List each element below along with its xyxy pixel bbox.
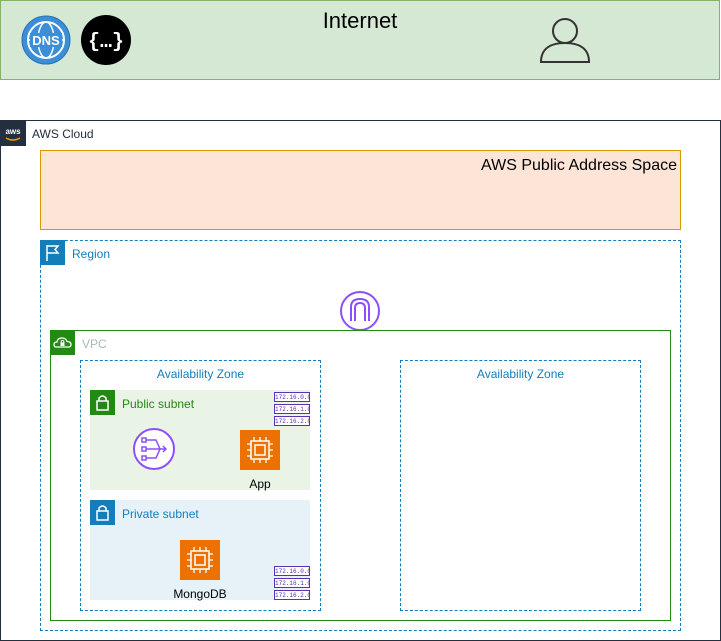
public-subnet-label: Public subnet	[122, 397, 195, 411]
nat-gateway-icon[interactable]	[132, 427, 176, 471]
vpc-group	[50, 330, 671, 621]
route-table-entry: 172.16.1.0	[274, 404, 310, 414]
svg-text:DNS: DNS	[32, 33, 60, 48]
svg-text:aws: aws	[5, 127, 21, 136]
svg-text:{…}: {…}	[88, 31, 124, 54]
region-label: Region	[72, 247, 111, 261]
internet-title: Internet	[322, 8, 398, 33]
availability-zone-2-label: Availability Zone	[476, 367, 565, 381]
availability-zone-2	[400, 360, 641, 611]
app-label: App	[249, 477, 271, 491]
vpc-label: VPC	[82, 337, 107, 351]
availability-zone-1	[80, 360, 321, 611]
mongodb-ec2-instance-icon[interactable]	[180, 540, 220, 580]
ec2-instance-icon[interactable]	[240, 430, 280, 470]
aws-cloud-icon: aws	[0, 120, 26, 146]
dns-icon[interactable]: DNS	[20, 14, 72, 66]
aws-cloud-label: AWS Cloud	[32, 127, 94, 141]
route-table-entry: 172.16.2.0	[274, 416, 310, 426]
public-address-space	[40, 150, 681, 230]
user-icon[interactable]	[537, 14, 593, 66]
internet-gateway-icon[interactable]	[339, 290, 381, 332]
api-gateway-icon[interactable]: {…}	[80, 14, 132, 66]
mongodb-label: MongoDB	[173, 587, 227, 601]
public-address-space-label: AWS Public Address Space	[481, 157, 677, 174]
private-subnet-label: Private subnet	[122, 507, 199, 521]
availability-zone-1-label: Availability Zone	[156, 367, 245, 381]
vpc-cloud-icon	[50, 330, 75, 355]
route-table-entry: 172.16.0.0	[274, 566, 310, 576]
route-table-entry: 172.16.1.0	[274, 578, 310, 588]
private-subnet-lock-icon	[90, 500, 115, 525]
region-group	[40, 240, 681, 631]
public-subnet-lock-icon	[90, 390, 115, 415]
route-table-entry: 172.16.2.0	[274, 590, 310, 600]
region-flag-icon	[40, 240, 65, 265]
route-table-entry: 172.16.0.0	[274, 392, 310, 402]
